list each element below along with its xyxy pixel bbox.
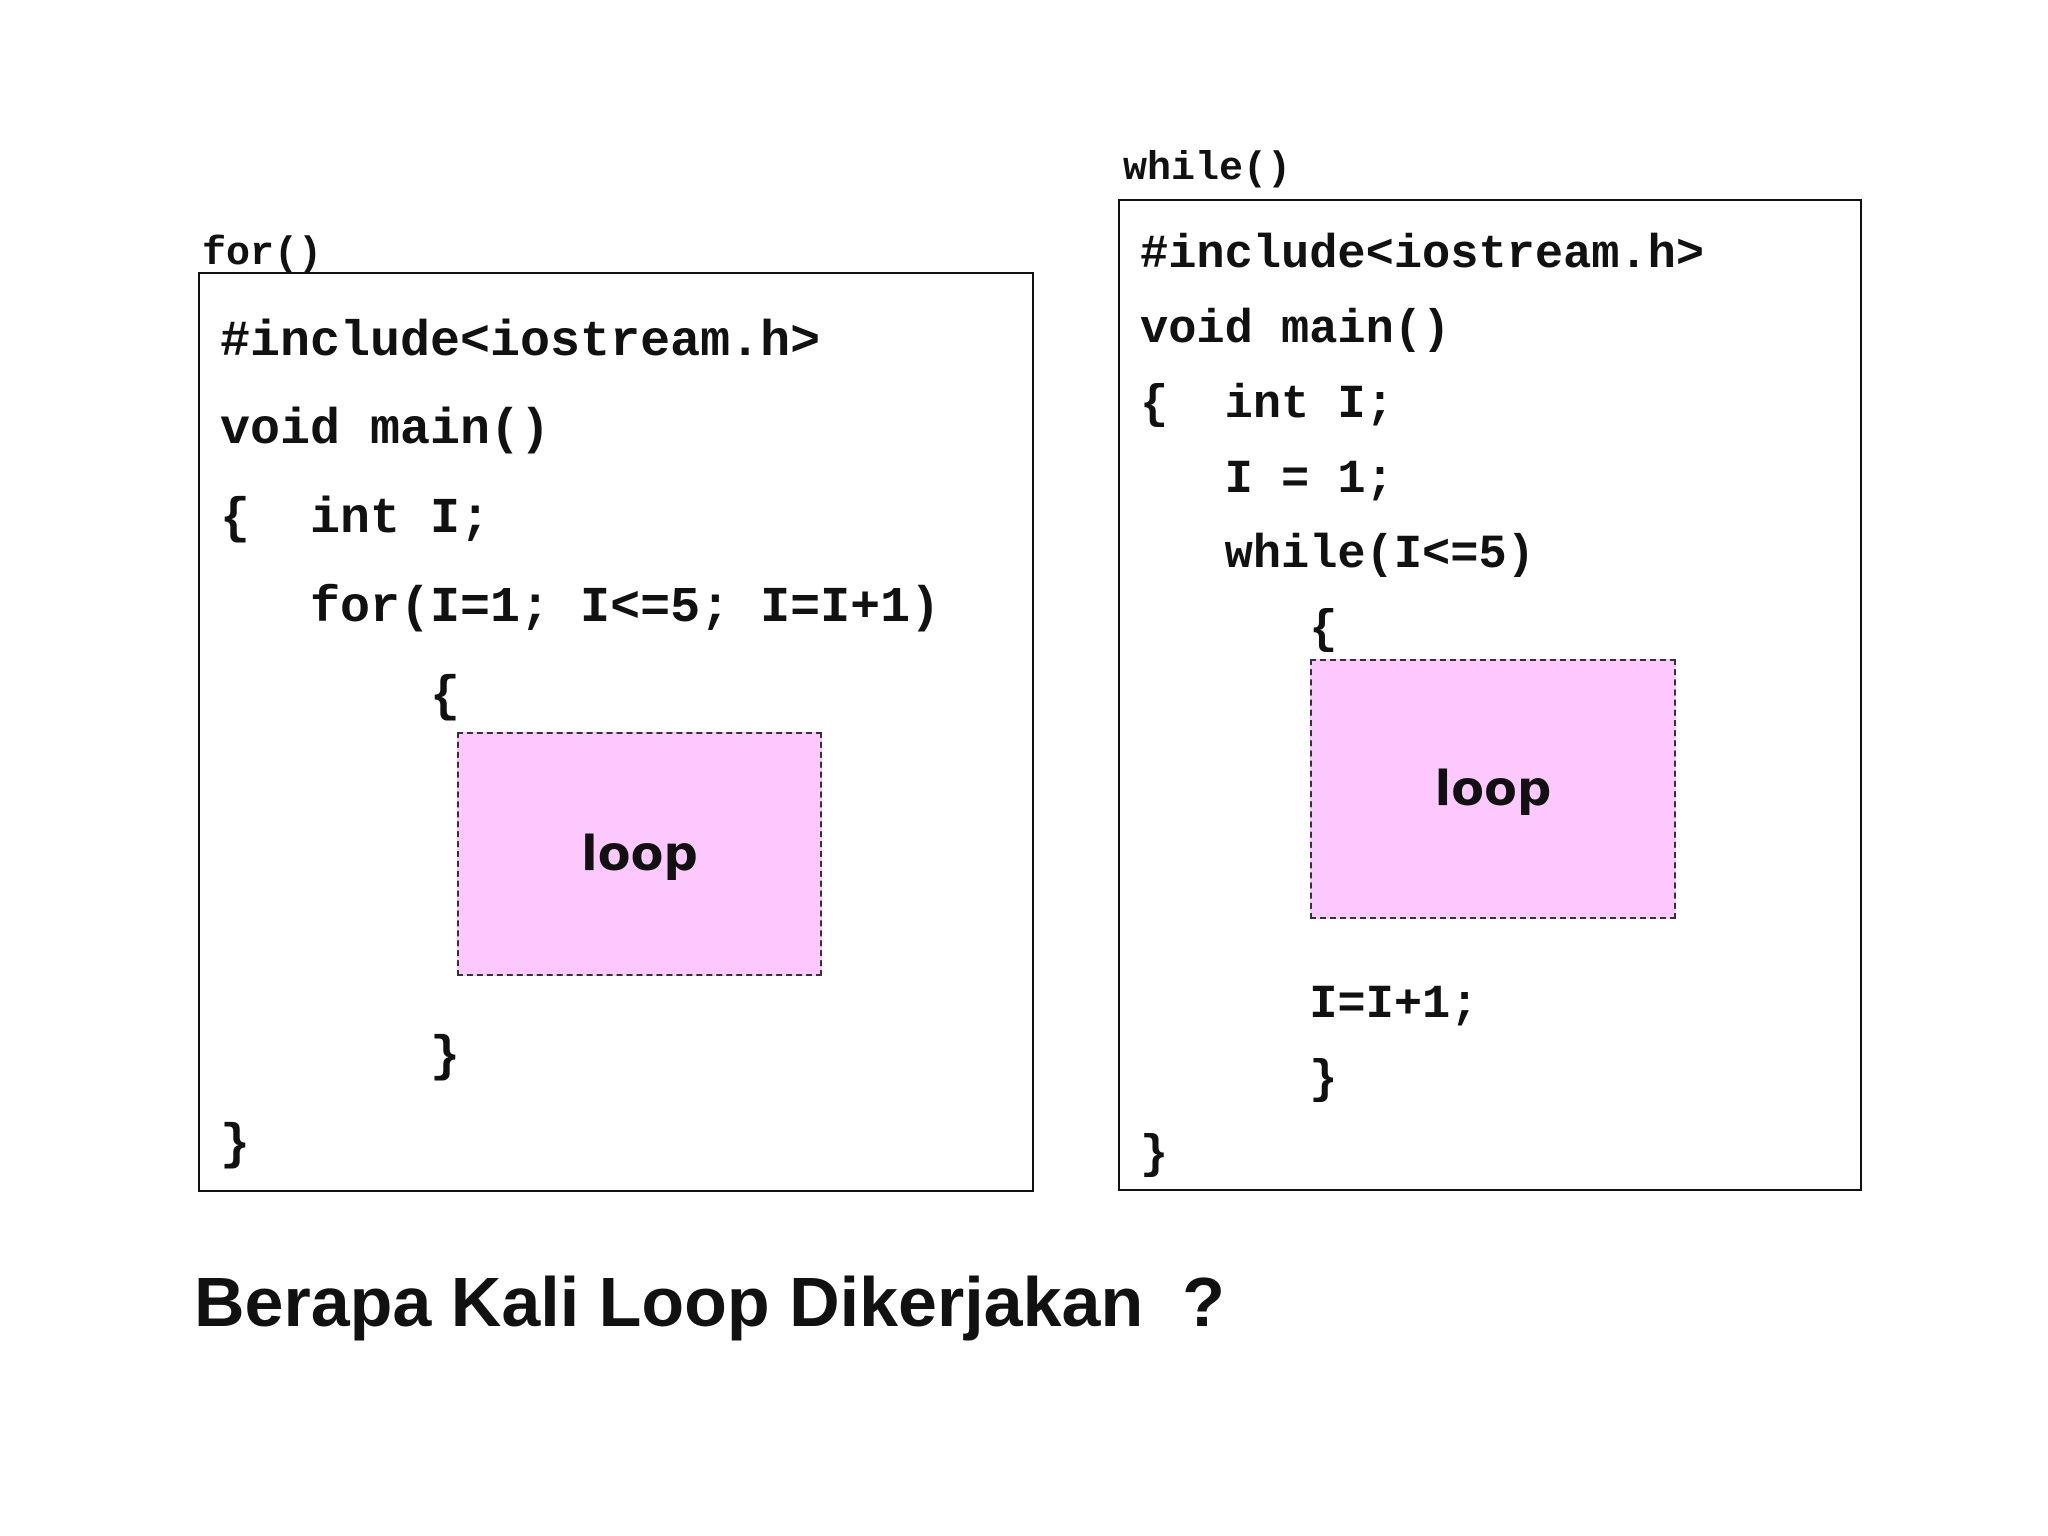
code-line: { (1140, 604, 1338, 657)
code-line: } (220, 1117, 251, 1174)
code-line: void main() (220, 402, 551, 459)
while-loop-body: loop (1310, 659, 1676, 919)
code-line: { (220, 669, 461, 726)
loop-label: loop (581, 826, 698, 882)
code-line: { int I; (220, 491, 491, 548)
code-line: } (1140, 1129, 1169, 1182)
code-line: { int I; (1140, 379, 1394, 432)
for-caption: for() (202, 232, 323, 277)
code-line: while(I<=5) (1140, 529, 1535, 582)
code-line: } (1140, 1054, 1338, 1107)
for-code-panel: #include<iostream.h> void main() { int I… (198, 272, 1034, 1192)
code-line: } (220, 1029, 461, 1086)
code-line: I = 1; (1140, 454, 1394, 507)
loop-label: loop (1434, 761, 1552, 817)
code-line: #include<iostream.h> (220, 314, 821, 371)
code-line: for(I=1; I<=5; I=I+1) (220, 580, 941, 637)
code-line: #include<iostream.h> (1140, 229, 1705, 282)
code-line: void main() (1140, 304, 1451, 357)
while-code-panel: #include<iostream.h> void main() { int I… (1118, 199, 1862, 1191)
while-caption: while() (1123, 147, 1292, 192)
question-text: Berapa Kali Loop Dikerjakan ? (194, 1263, 1225, 1341)
for-loop-body: loop (457, 732, 822, 976)
code-line: I=I+1; (1140, 979, 1479, 1032)
